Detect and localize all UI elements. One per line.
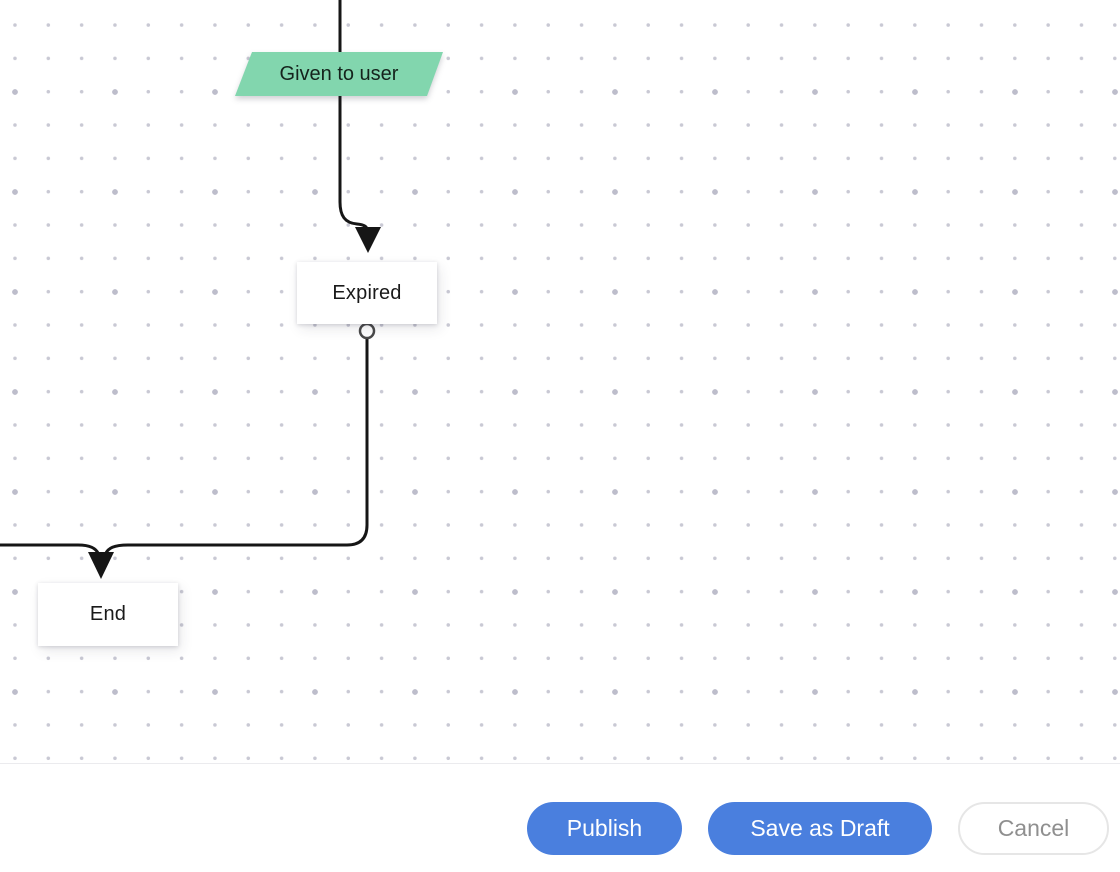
edge-given-to-expired-arrowhead[interactable]	[355, 227, 381, 253]
edge-left-to-end[interactable]	[0, 543, 100, 555]
edge-expired-to-end[interactable]	[104, 339, 369, 555]
action-bar: Publish Save as Draft Cancel	[0, 763, 1120, 872]
node-end[interactable]: End	[38, 583, 178, 646]
workflow-canvas[interactable]: Given to user Expired End	[0, 0, 1120, 763]
expired-output-port[interactable]	[358, 322, 376, 340]
node-expired-label: Expired	[332, 281, 402, 304]
node-expired[interactable]: Expired	[297, 262, 437, 324]
node-given-to-user-shape: Given to user	[235, 52, 443, 96]
cancel-button[interactable]: Cancel	[958, 802, 1109, 855]
node-given-to-user[interactable]: Given to user	[235, 52, 443, 96]
save-as-draft-button[interactable]: Save as Draft	[708, 802, 932, 855]
node-given-to-user-label: Given to user	[279, 62, 399, 85]
edges-layer	[0, 0, 381, 579]
publish-button[interactable]: Publish	[527, 802, 682, 855]
edge-to-end-arrowhead[interactable]	[88, 552, 114, 579]
edge-given-to-expired[interactable]	[338, 96, 369, 232]
node-end-label: End	[89, 603, 127, 625]
